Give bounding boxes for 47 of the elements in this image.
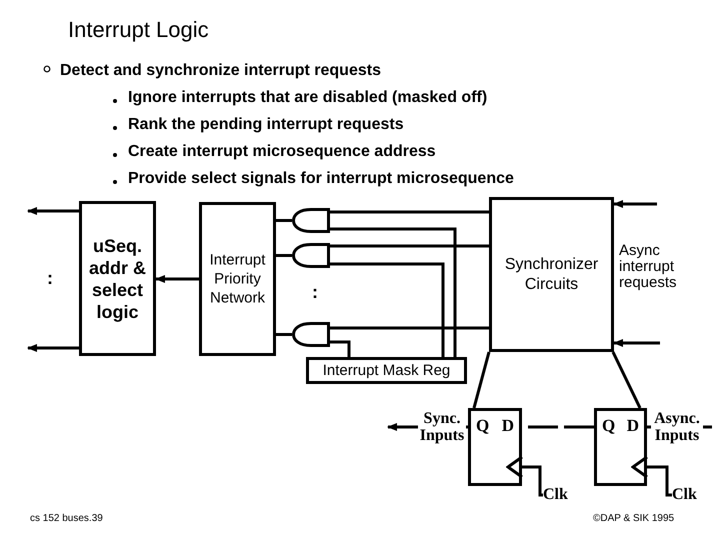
- arrow: [613, 200, 657, 208]
- pin-label: Q: [476, 416, 490, 436]
- wire: [276, 254, 292, 257]
- clock-label: Clk: [543, 484, 573, 506]
- edge-label: Sync. Inputs: [418, 410, 466, 444]
- wire: [276, 333, 292, 336]
- pin-label: Q: [602, 416, 616, 436]
- wire: [330, 340, 350, 357]
- block-box: [79, 201, 156, 356]
- wire: [330, 210, 489, 214]
- arrow: [155, 275, 199, 283]
- input-label: Async interrupt requests: [619, 243, 678, 291]
- block-box: [199, 202, 276, 356]
- slide-title: Interrupt Logic: [68, 17, 209, 43]
- arrow: [613, 339, 660, 347]
- copyright-note: ©DAP & SIK 1995: [593, 513, 674, 524]
- flip-flop-box: [594, 408, 647, 486]
- edge-label: Async. Inputs: [651, 410, 703, 444]
- wire: [330, 244, 489, 248]
- arrow: [27, 344, 79, 352]
- wire: [330, 228, 456, 357]
- flip-flop-box: [468, 408, 522, 486]
- block-label: Interrupt Priority Network: [208, 250, 266, 308]
- wire: [330, 326, 489, 330]
- slide-number: cs 152 buses.39: [30, 513, 103, 524]
- ellipsis-mark: :: [312, 282, 318, 303]
- wire: [472, 352, 490, 408]
- ellipsis-mark: :: [47, 268, 53, 289]
- bullet-text: Detect and synchronize interrupt requests: [60, 62, 381, 80]
- arrow: [632, 456, 672, 496]
- wire: [612, 351, 642, 409]
- bullet-text: Provide select signals for interrupt microsequence: [128, 170, 514, 188]
- pin-label: D: [626, 416, 639, 436]
- block-label: Synchronizer Circuits: [504, 254, 600, 294]
- block-box: [306, 357, 467, 384]
- block-label: uSeq. addr & select logic: [88, 234, 147, 322]
- bullet-text: Create interrupt microsequence address: [128, 143, 436, 161]
- block-box: [489, 197, 614, 352]
- wire: [330, 262, 444, 357]
- bullet-text: Rank the pending interrupt requests: [128, 116, 404, 134]
- arrow: [27, 207, 79, 215]
- clock-label: Clk: [672, 484, 702, 506]
- pin-label: D: [502, 416, 514, 436]
- wire: [276, 219, 292, 222]
- block-label: Interrupt Mask Reg: [322, 362, 452, 380]
- bullet-text: Ignore interrupts that are disabled (masked off): [128, 89, 488, 107]
- arrow: [506, 456, 543, 496]
